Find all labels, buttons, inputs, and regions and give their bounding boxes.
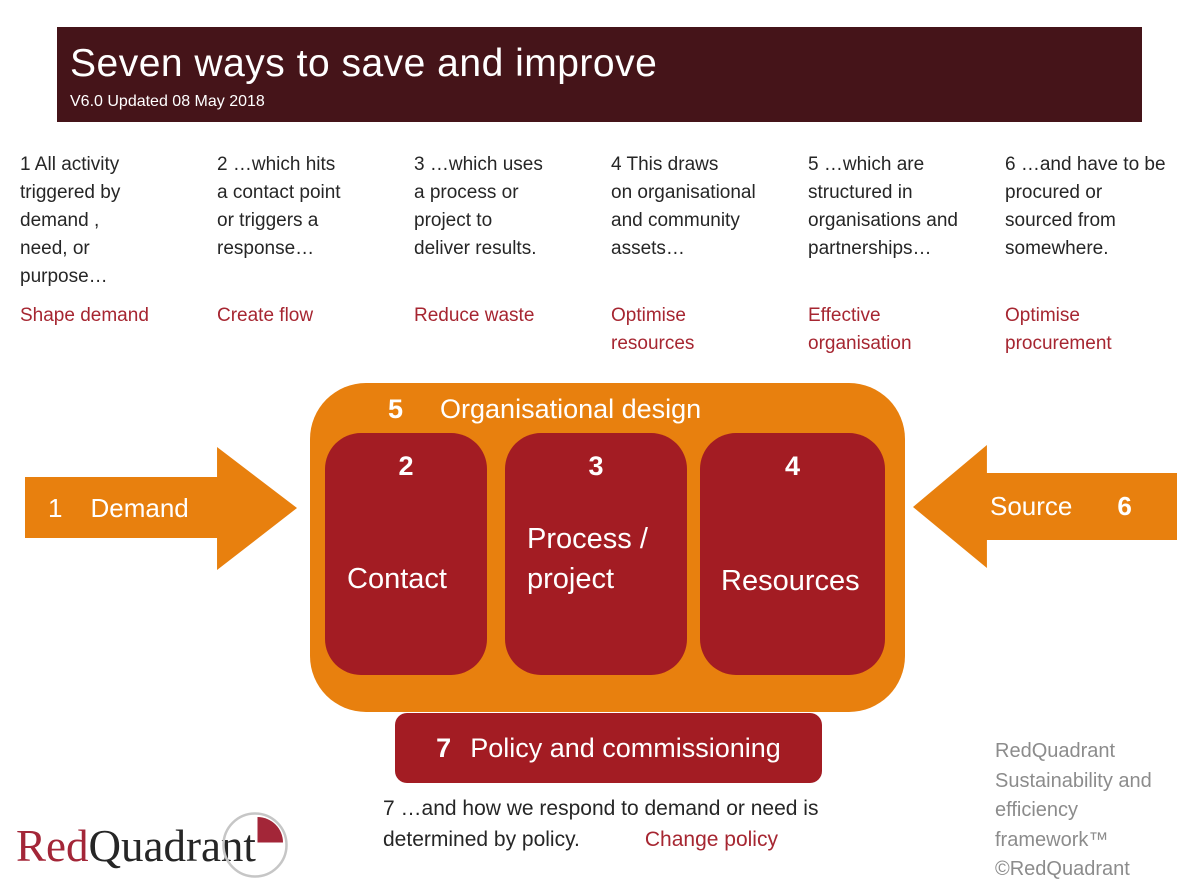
organisational-design-title: 5 Organisational design (388, 393, 701, 425)
title-bar: Seven ways to save and improve V6.0 Upda… (57, 27, 1142, 122)
way-label: Effective organisation (808, 305, 912, 354)
way-description: 1 All activity triggered by demand , nee… (20, 154, 121, 287)
demand-label: Demand (90, 493, 189, 523)
version-subtitle: V6.0 Updated 08 May 2018 (70, 93, 265, 110)
policy-note: 7 …and how we respond to demand or need … (383, 793, 818, 855)
org-design-label: Organisational design (440, 394, 702, 424)
redquadrant-logo: RedQuadrant (16, 824, 256, 869)
demand-number: 1 (48, 493, 63, 523)
way-description: 6 …and have to be procured or sourced fr… (1005, 154, 1166, 259)
source-number: 6 (1117, 491, 1132, 521)
way-label: Optimise procurement (1005, 305, 1112, 354)
org-design-number: 5 (388, 394, 404, 424)
contact-number: 2 (398, 451, 414, 481)
resources-label: Resources (721, 565, 860, 597)
policy-note-line2-row: determined by policy. Change policy (383, 824, 818, 855)
way-label: Reduce waste (414, 305, 535, 326)
change-policy-label: Change policy (644, 828, 778, 851)
way-column-2: 2 …which hits a contact point or trigger… (217, 151, 407, 366)
process-project-box: 3 Process / project (505, 433, 687, 675)
contact-box: 2 Contact (325, 433, 487, 675)
way-column-4: 4 This draws on organisational and commu… (611, 151, 801, 366)
way-column-3: 3 …which uses a process or project to de… (414, 151, 604, 366)
page-title: Seven ways to save and improve (70, 42, 658, 85)
way-column-6: 6 …and have to be procured or sourced fr… (1005, 151, 1195, 366)
source-label: Source (990, 491, 1073, 521)
process-project-number: 3 (588, 451, 604, 481)
way-description: 5 …which are structured in organisations… (808, 154, 958, 259)
way-column-1: 1 All activity triggered by demand , nee… (20, 151, 210, 366)
framework-attribution: RedQuadrant Sustainability and efficienc… (995, 740, 1152, 880)
source-arrow: Source 6 (913, 445, 1177, 568)
policy-commissioning-box: 7 Policy and commissioning (395, 713, 822, 783)
logo-red-word: Red (16, 821, 89, 871)
policy-note-line2: determined by policy. (383, 828, 580, 851)
source-arrow-text: Source 6 (913, 445, 1177, 568)
quadrant-circle-icon (222, 812, 288, 878)
way-description: 2 …which hits a contact point or trigger… (217, 154, 341, 259)
policy-number: 7 (436, 732, 452, 763)
process-project-label: Process / project (527, 523, 648, 595)
organisational-design-container: 5 Organisational design 2 Contact 3 Proc… (310, 383, 905, 712)
way-column-5: 5 …which are structured in organisations… (808, 151, 998, 366)
demand-arrow: 1 Demand (25, 447, 297, 570)
ways-columns: 1 All activity triggered by demand , nee… (20, 151, 1195, 366)
resources-number: 4 (784, 451, 801, 481)
way-description: 3 …which uses a process or project to de… (414, 154, 543, 259)
demand-arrow-text: 1 Demand (25, 447, 297, 570)
way-label: Optimise resources (611, 305, 695, 354)
policy-note-line1: 7 …and how we respond to demand or need … (383, 797, 819, 820)
contact-label: Contact (347, 563, 447, 595)
way-label: Create flow (217, 305, 314, 326)
policy-label: Policy and commissioning (470, 732, 781, 763)
way-description: 4 This draws on organisational and commu… (611, 154, 756, 259)
way-label: Shape demand (20, 305, 149, 326)
resources-box: 4 Resources (700, 433, 885, 675)
